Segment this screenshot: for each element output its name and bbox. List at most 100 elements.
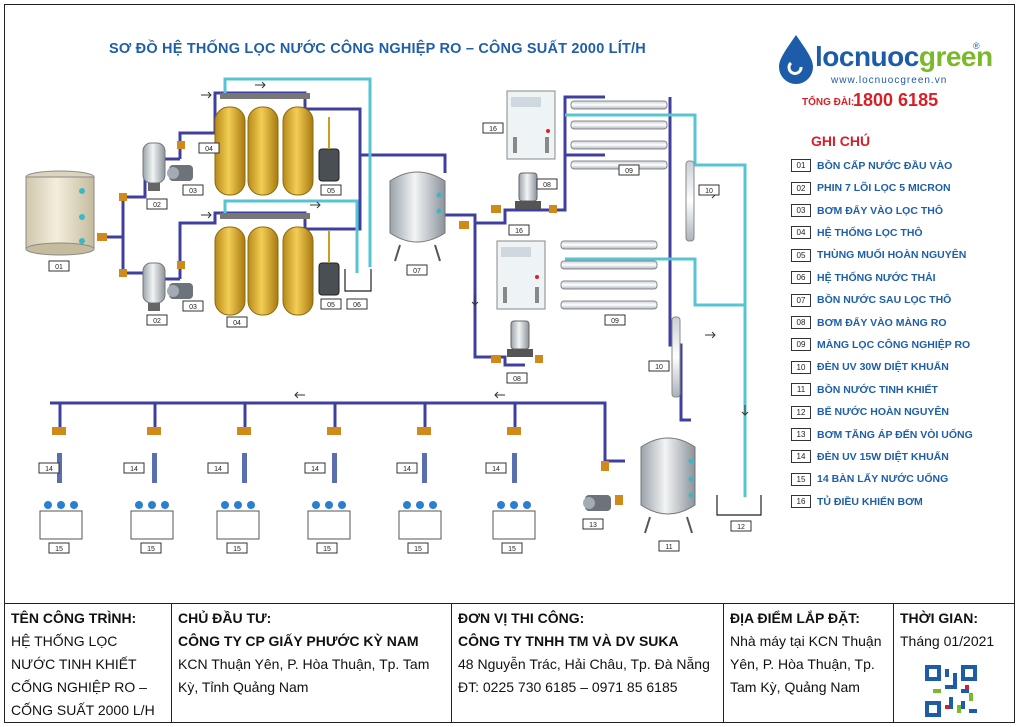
footer-project: TÊN CÔNG TRÌNH: HỆ THỐNG LỌC NƯỚC TINH K… bbox=[5, 604, 172, 723]
svg-text:15: 15 bbox=[323, 546, 331, 553]
brand-name-part2: green bbox=[918, 41, 993, 72]
feed-tank-01 bbox=[25, 170, 95, 256]
contractor-phone: ĐT: 0225 730 6185 – 0971 85 6185 bbox=[458, 679, 678, 695]
legend-label: TỦ ĐIỀU KHIỂN BƠM bbox=[817, 495, 923, 508]
legend-number: 12 bbox=[791, 405, 811, 419]
legend-number: 04 bbox=[791, 226, 811, 240]
svg-text:15: 15 bbox=[414, 546, 422, 553]
time-heading: THỜI GIAN: bbox=[900, 610, 979, 626]
control-panel-16b bbox=[496, 240, 546, 310]
svg-text:10: 10 bbox=[705, 188, 713, 195]
legend-number: 11 bbox=[791, 383, 811, 397]
tag-11: 11 bbox=[658, 540, 680, 552]
project-line: HỆ THỐNG LỌC bbox=[11, 633, 118, 649]
legend-label: BƠM ĐẨY VÀO LỌC THÔ bbox=[817, 204, 944, 217]
svg-text:14: 14 bbox=[45, 466, 53, 473]
svg-text:08: 08 bbox=[513, 376, 521, 383]
tag-09b: 09 bbox=[604, 314, 626, 326]
softener-vessels-04a bbox=[214, 93, 314, 196]
svg-text:01: 01 bbox=[55, 264, 63, 271]
tag-15-row: 15 15 15 15 15 15 bbox=[48, 542, 523, 554]
pure-water-tank-11 bbox=[640, 437, 696, 534]
project-heading: TÊN CÔNG TRÌNH: bbox=[11, 610, 137, 626]
legend-label: MÀNG LỌC CÔNG NGHIỆP RO bbox=[817, 338, 971, 351]
regeneration-basin-12 bbox=[716, 495, 762, 516]
svg-text:14: 14 bbox=[214, 466, 222, 473]
tag-12: 12 bbox=[730, 520, 752, 532]
svg-text:10: 10 bbox=[655, 364, 663, 371]
diagram-title: SƠ ĐỒ HỆ THỐNG LỌC NƯỚC CÔNG NGHIỆP RO –… bbox=[109, 41, 646, 57]
legend-number: 03 bbox=[791, 204, 811, 218]
legend-label: BỒN NƯỚC SAU LỌC THÔ bbox=[817, 294, 952, 307]
tap-unit-6 bbox=[492, 427, 536, 540]
tag-05b: 05 bbox=[320, 298, 342, 310]
legend-label: THÙNG MUỐI HOÀN NGUYÊN bbox=[817, 249, 967, 262]
tap-unit-5 bbox=[398, 427, 442, 540]
booster-pump-13 bbox=[583, 495, 611, 511]
process-diagram: 01 02 02 03 03 04 04 05 05 06 07 08 08 0… bbox=[25, 35, 813, 554]
project-line: CỐNG NGHIỆP RO – bbox=[11, 679, 147, 695]
time-value: Tháng 01/2021 bbox=[900, 633, 995, 649]
svg-text:15: 15 bbox=[55, 546, 63, 553]
tap-unit-4 bbox=[307, 427, 351, 540]
brand-logo-text: locnuocgreen bbox=[815, 41, 993, 73]
svg-text:15: 15 bbox=[233, 546, 241, 553]
tag-10a: 10 bbox=[698, 184, 720, 196]
diagram-tags: 01 02 02 03 03 04 04 05 05 06 07 08 08 0… bbox=[38, 122, 752, 554]
svg-text:15: 15 bbox=[508, 546, 516, 553]
waste-pipes bbox=[223, 77, 747, 497]
cartridge-filter-02b bbox=[142, 262, 166, 311]
svg-text:14: 14 bbox=[130, 466, 138, 473]
svg-text:11: 11 bbox=[665, 544, 672, 551]
legend-label: HỆ THỐNG NƯỚC THẢI bbox=[817, 271, 936, 284]
svg-text:15: 15 bbox=[147, 546, 155, 553]
investor-name: CÔNG TY CP GIẤY PHƯỚC KỲ NAM bbox=[178, 633, 419, 649]
brine-tank-05b bbox=[318, 231, 340, 296]
project-line: CỐNG SUẤT 2000 L/H bbox=[11, 702, 155, 718]
drinking-stations bbox=[39, 427, 536, 540]
contractor-address: 48 Nguyễn Trác, Hải Châu, Tp. Đà Nẵng bbox=[458, 656, 710, 672]
legend-item: 03 BƠM ĐẨY VÀO LỌC THÔ bbox=[791, 202, 943, 218]
svg-text:04: 04 bbox=[233, 320, 241, 327]
investor-address: Kỳ, Tỉnh Quảng Nam bbox=[178, 679, 309, 695]
location-line: Yên, P. Hòa Thuận, Tp. bbox=[730, 656, 875, 672]
legend-label: 14 BÀN LẤY NƯỚC UỐNG bbox=[817, 473, 949, 486]
legend-number: 10 bbox=[791, 360, 811, 374]
svg-text:03: 03 bbox=[189, 188, 197, 195]
tag-03b: 03 bbox=[182, 300, 204, 312]
footer-contractor: ĐƠN VỊ THI CÔNG: CÔNG TY TNHH TM VÀ DV S… bbox=[452, 604, 724, 723]
svg-text:14: 14 bbox=[311, 466, 319, 473]
legend-label: BƠM TĂNG ÁP ĐẾN VÒI UỐNG bbox=[817, 428, 973, 441]
legend-number: 02 bbox=[791, 181, 811, 195]
pump-03b bbox=[167, 283, 193, 299]
hotline-label: TỔNG ĐÀI: bbox=[802, 97, 855, 108]
svg-text:02: 02 bbox=[153, 318, 161, 325]
investor-heading: CHỦ ĐẦU TƯ: bbox=[178, 610, 272, 626]
tag-04b: 04 bbox=[226, 316, 248, 328]
control-panel-16a bbox=[506, 90, 556, 160]
footer-location: ĐỊA ĐIỂM LẮP ĐẶT: Nhà máy tại KCN Thuận … bbox=[724, 604, 894, 723]
legend-number: 05 bbox=[791, 248, 811, 262]
svg-text:03: 03 bbox=[189, 304, 197, 311]
legend-label: HỆ THỐNG LỌC THÔ bbox=[817, 226, 923, 239]
brand-registered-mark: ® bbox=[973, 41, 980, 51]
water-drop-logo-icon bbox=[779, 35, 813, 84]
svg-text:09: 09 bbox=[625, 168, 633, 175]
contractor-name: CÔNG TY TNHH TM VÀ DV SUKA bbox=[458, 633, 679, 649]
waste-basin-06 bbox=[344, 269, 372, 292]
legend-title: GHI CHÚ bbox=[811, 133, 871, 149]
brine-tank-05a bbox=[318, 117, 340, 182]
qr-code-icon bbox=[925, 665, 977, 717]
tag-03a: 03 bbox=[182, 184, 204, 196]
legend-item: 05 THÙNG MUỐI HOÀN NGUYÊN bbox=[791, 247, 966, 263]
tag-08a: 08 bbox=[536, 178, 558, 190]
svg-text:04: 04 bbox=[205, 146, 213, 153]
svg-text:05: 05 bbox=[327, 188, 335, 195]
tag-02b: 02 bbox=[146, 314, 168, 326]
